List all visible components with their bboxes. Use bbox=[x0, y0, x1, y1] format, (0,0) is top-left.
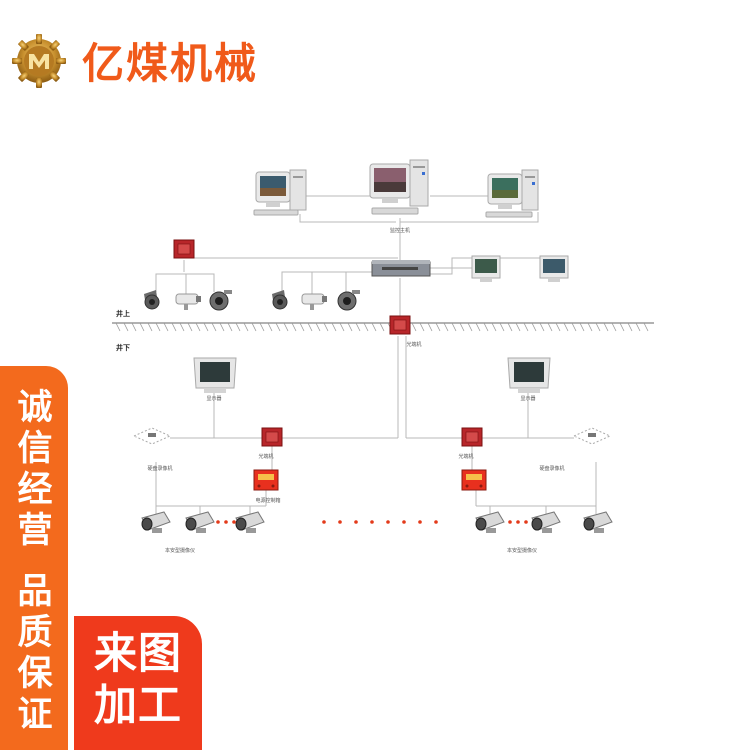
ellipsis-dot bbox=[354, 520, 358, 524]
explosion-proof-camera-icon bbox=[583, 511, 613, 533]
dome-camera-icon bbox=[337, 290, 360, 311]
network-switch-icon bbox=[371, 260, 431, 277]
recorder-right bbox=[572, 427, 612, 445]
computer-icon bbox=[485, 169, 539, 218]
ellipsis-dot bbox=[516, 520, 520, 524]
label-camera-group-right: 本安型摄像仪 bbox=[507, 547, 537, 554]
label-transceiver-left: 光端机 bbox=[258, 453, 273, 460]
monitor-icon bbox=[471, 255, 501, 282]
bullet-camera-icon bbox=[301, 293, 327, 310]
ground-line bbox=[112, 322, 654, 332]
ellipsis-dot bbox=[338, 520, 342, 524]
label-recorder-right: 硬盘录像机 bbox=[539, 465, 564, 472]
optical-transceiver-icon bbox=[261, 427, 283, 447]
label-power-box: 电源控制箱 bbox=[255, 497, 280, 504]
explosion-proof-camera-icon bbox=[475, 511, 505, 533]
label-monitor-left: 显示器 bbox=[206, 396, 221, 402]
ellipsis-dot bbox=[434, 520, 438, 524]
monitor-icon bbox=[507, 357, 551, 393]
ellipsis-dot bbox=[386, 520, 390, 524]
explosion-proof-camera-icon bbox=[235, 511, 265, 533]
recorder-left bbox=[132, 427, 172, 445]
ellipsis-dot bbox=[370, 520, 374, 524]
label-camera-group-left: 本安型摄像仪 bbox=[165, 547, 195, 554]
brand-logo: 亿煤机械 bbox=[10, 30, 258, 91]
computer-icon bbox=[369, 159, 429, 215]
ellipsis-dot bbox=[508, 520, 512, 524]
ellipsis-dot bbox=[322, 520, 326, 524]
power-box-icon bbox=[461, 469, 487, 491]
label-below-ground: 井下 bbox=[116, 343, 130, 352]
dome-camera-icon bbox=[144, 290, 160, 310]
optical-transceiver-icon bbox=[173, 239, 195, 259]
side-banner-line1: 诚信经营 bbox=[17, 388, 53, 551]
ellipsis-dot bbox=[216, 520, 220, 524]
custom-processing-badge bbox=[74, 616, 202, 750]
explosion-proof-camera-icon bbox=[141, 511, 171, 533]
ellipsis-dot bbox=[224, 520, 228, 524]
monitor-icon bbox=[193, 357, 237, 393]
side-banner-line2: 品质保证 bbox=[17, 572, 53, 735]
label-transceiver-right: 光端机 bbox=[458, 453, 473, 460]
bullet-camera-icon bbox=[175, 293, 201, 310]
ellipsis-dot bbox=[524, 520, 528, 524]
explosion-proof-camera-icon bbox=[531, 511, 561, 533]
explosion-proof-camera-icon bbox=[185, 511, 215, 533]
ellipsis-dot bbox=[232, 520, 236, 524]
brand-name: 亿煤机械 bbox=[82, 39, 259, 88]
label-recorder-left: 硬盘录像机 bbox=[147, 465, 172, 472]
power-box-icon bbox=[253, 469, 279, 491]
connection-lines bbox=[155, 195, 597, 514]
dome-camera-icon bbox=[209, 290, 232, 311]
label-monitor-right: 显示器 bbox=[520, 396, 535, 402]
optical-transceiver-icon bbox=[389, 315, 411, 335]
ellipsis-dot bbox=[402, 520, 406, 524]
label-main-pc: 监控主机 bbox=[390, 227, 410, 234]
label-optical-transceiver-top: 光端机 bbox=[406, 341, 421, 348]
side-banner bbox=[0, 366, 68, 750]
custom-processing-text: 来图 加工 bbox=[78, 628, 198, 732]
gear-logo-icon bbox=[12, 33, 66, 88]
monitor-icon bbox=[539, 255, 569, 282]
badge-line2: 加工 bbox=[94, 681, 182, 731]
optical-transceiver-icon bbox=[461, 427, 483, 447]
badge-line1: 来图 bbox=[94, 629, 182, 679]
dome-camera-icon bbox=[272, 290, 288, 310]
label-above-ground: 井上 bbox=[116, 309, 130, 318]
ellipsis-dot bbox=[418, 520, 422, 524]
computer-icon bbox=[253, 169, 307, 216]
